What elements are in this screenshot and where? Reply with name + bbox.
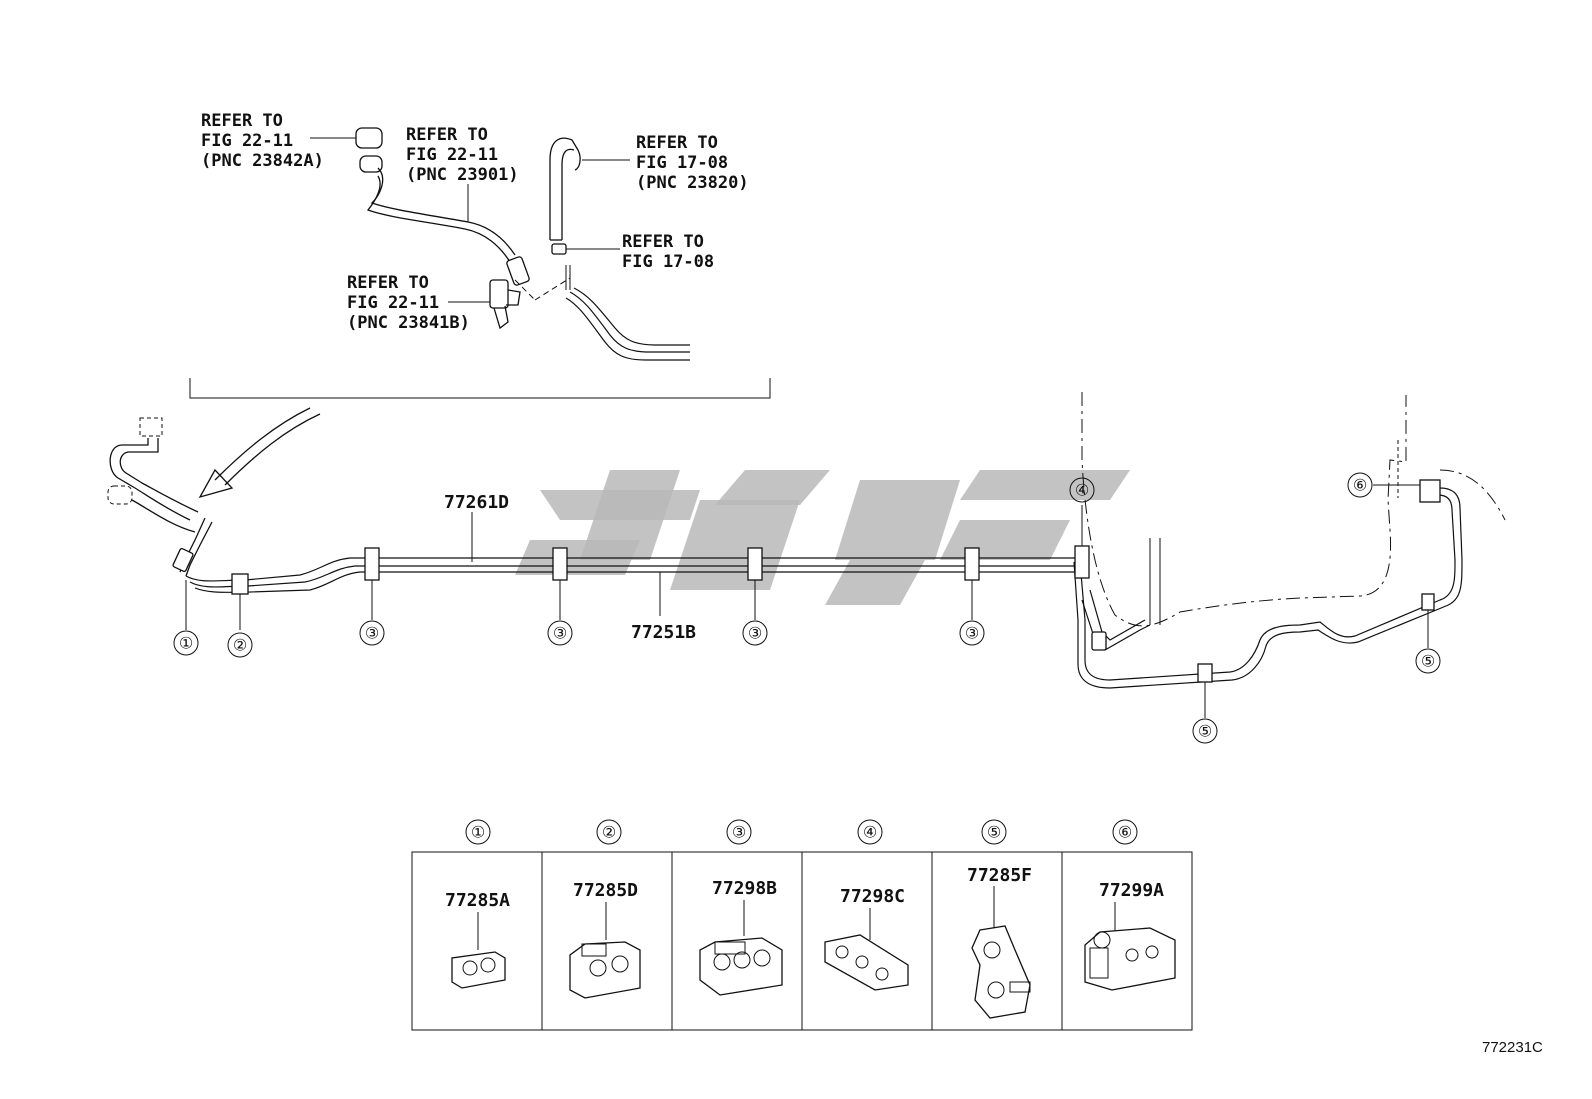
legend-num-2: ② [596, 819, 622, 845]
svg-text:⑥: ⑥ [1353, 476, 1367, 495]
legend-part-3: 77298B [712, 878, 777, 899]
legend-part-6: 77299A [1099, 880, 1164, 901]
ref-23820-line2: FIG 17-08 [636, 153, 728, 173]
legend-part-2: 77285D [573, 880, 638, 901]
callout-2: ② [227, 632, 253, 658]
svg-text:④: ④ [863, 823, 877, 842]
vapor-hose-part [549, 137, 581, 241]
callout-1: ① [173, 630, 199, 656]
callout-3b: ③ [547, 620, 573, 646]
svg-text:②: ② [233, 636, 247, 655]
legend-num-1: ① [465, 819, 491, 845]
clamp-3a [364, 547, 380, 581]
clamp-6 [1419, 479, 1441, 503]
svg-text:③: ③ [553, 624, 567, 643]
hose-clamp-part [551, 243, 610, 290]
svg-text:①: ① [179, 634, 193, 653]
callout-3d: ③ [959, 620, 985, 646]
ref-23901-line2: FIG 22-11 [406, 145, 498, 165]
svg-text:③: ③ [732, 823, 746, 842]
legend-part-4: 77298C [840, 886, 905, 907]
svg-text:①: ① [471, 823, 485, 842]
ref-23841b-line2: FIG 22-11 [347, 293, 439, 313]
legend-num-5: ⑤ [981, 819, 1007, 845]
clamp-3c [747, 547, 763, 581]
ref-23901-line3: (PNC 23901) [406, 165, 519, 185]
legend-part-1: 77285A [445, 890, 510, 911]
svg-text:⑤: ⑤ [1421, 652, 1435, 671]
clamp-5a [1197, 663, 1213, 683]
clamp-4 [1074, 545, 1090, 579]
ref-23841b-line1: REFER TO [347, 273, 429, 293]
svg-text:②: ② [602, 823, 616, 842]
svg-text:⑤: ⑤ [987, 823, 1001, 842]
ref-23842a-line3: (PNC 23842A) [201, 151, 324, 171]
main-fuel-lines [107, 392, 1506, 718]
inset-detail: REFER TO FIG 22-11 (PNC 23842A) REFER TO… [189, 111, 771, 399]
clamp-77285f-drawing [971, 925, 1031, 1019]
clamp-3b [552, 547, 568, 581]
ref-23901-line1: REFER TO [406, 125, 488, 145]
clamp-77285d-drawing [569, 941, 641, 999]
clamp-77285a-drawing [451, 951, 506, 989]
clamp-5b [1421, 593, 1435, 611]
ref-17-08-line1: REFER TO [622, 232, 704, 252]
clamp-2 [231, 573, 249, 595]
callout-6: ⑥ [1347, 472, 1373, 498]
ref-23842a-line2: FIG 22-11 [201, 131, 293, 151]
svg-text:③: ③ [365, 624, 379, 643]
callout-5b: ⑤ [1415, 648, 1441, 674]
svg-text:⑥: ⑥ [1118, 823, 1132, 842]
inset-pipes [514, 277, 690, 361]
detail-arrow [198, 407, 321, 499]
callout-4: ④ [1069, 477, 1095, 503]
ref-23841b-line3: (PNC 23841B) [347, 313, 470, 333]
ref-17-08-line2: FIG 17-08 [622, 252, 714, 272]
legend-part-5: 77285F [967, 865, 1032, 886]
clamp-77298c-drawing [824, 934, 909, 991]
callout-5a: ⑤ [1192, 718, 1218, 744]
callout-3c: ③ [742, 620, 768, 646]
figure-code: 772231C [1482, 1039, 1543, 1056]
clamp-3d [964, 547, 980, 581]
clamp-77298b-drawing [699, 937, 783, 996]
ref-23820-line3: (PNC 23820) [636, 173, 749, 193]
tube-label-upper: 77261D [444, 492, 509, 513]
legend-num-3: ③ [726, 819, 752, 845]
clamp-77299a-drawing [1084, 927, 1176, 991]
ref-23842a-line1: REFER TO [201, 111, 283, 131]
filter-connector-part [355, 127, 530, 286]
svg-text:④: ④ [1075, 481, 1089, 500]
ref-23820-line1: REFER TO [636, 133, 718, 153]
clamp-legend-table: ① ② ③ ④ ⑤ ⑥ 77285A 77285D 77298B 77298C … [411, 819, 1193, 1031]
legend-num-4: ④ [857, 819, 883, 845]
tube-label-lower: 77251B [631, 622, 696, 643]
legend-num-6: ⑥ [1112, 819, 1138, 845]
svg-text:③: ③ [748, 624, 762, 643]
connector-23841b-part [489, 279, 521, 330]
svg-text:③: ③ [965, 624, 979, 643]
watermark-logo [515, 470, 1130, 605]
callout-3a: ③ [359, 620, 385, 646]
callouts: ① ② ③ ③ ③ ③ ④ ⑤ ⑤ ⑥ [173, 472, 1441, 744]
svg-text:⑤: ⑤ [1198, 722, 1212, 741]
